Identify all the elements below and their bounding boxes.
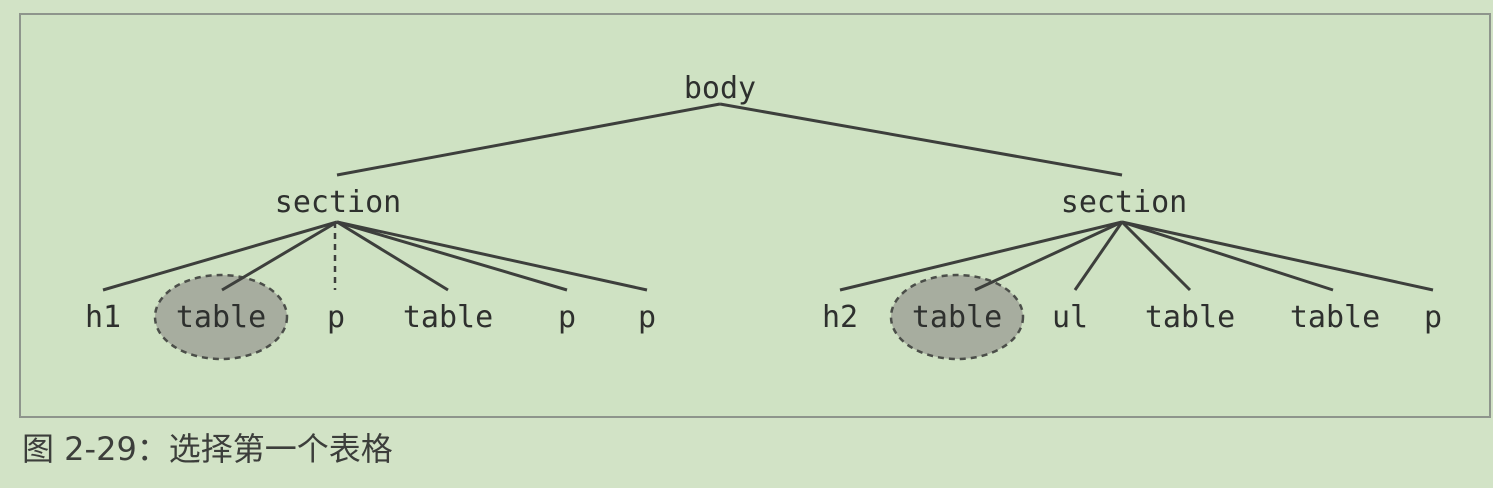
node-h2: h2: [822, 300, 858, 335]
edge-section-ul: [1073, 221, 1124, 291]
node-section-left: section: [275, 185, 401, 220]
edge-section-h1: [102, 220, 338, 292]
diagram-frame: [19, 13, 1491, 418]
edge-section-p-4: [1121, 220, 1434, 292]
node-p: p: [558, 300, 576, 335]
highlight-ellipse-first-table-left: [153, 273, 289, 361]
node-table-highlighted-left: table: [176, 300, 266, 335]
figure-caption: 图 2-29：选择第一个表格: [22, 430, 393, 468]
node-section-right: section: [1061, 185, 1187, 220]
node-h1: h1: [85, 300, 121, 335]
edge-section-p-2: [336, 220, 568, 292]
dom-tree-diagram: body section section h1 table p table p …: [85, 71, 1442, 361]
edge-section-table-1: [221, 220, 338, 292]
edge-section-p-3: [336, 220, 648, 292]
edge-body-section-right: [719, 102, 1123, 177]
node-p: p: [638, 300, 656, 335]
node-table: table: [1290, 300, 1380, 335]
node-ul: ul: [1052, 300, 1088, 335]
node-p: p: [1424, 300, 1442, 335]
edge-section-h2: [839, 220, 1123, 292]
highlight-ellipse-first-table-right: [889, 273, 1025, 361]
edge-section-table-4: [1120, 220, 1192, 292]
edge-section-table-5: [1121, 220, 1334, 292]
node-table: table: [1145, 300, 1235, 335]
node-table: table: [403, 300, 493, 335]
edge-body-section-left: [336, 102, 721, 177]
node-body: body: [684, 71, 756, 106]
edge-section-table-2: [336, 220, 449, 292]
node-table-highlighted-right: table: [912, 300, 1002, 335]
edge-section-table-3: [974, 220, 1123, 292]
node-p: p: [327, 300, 345, 335]
